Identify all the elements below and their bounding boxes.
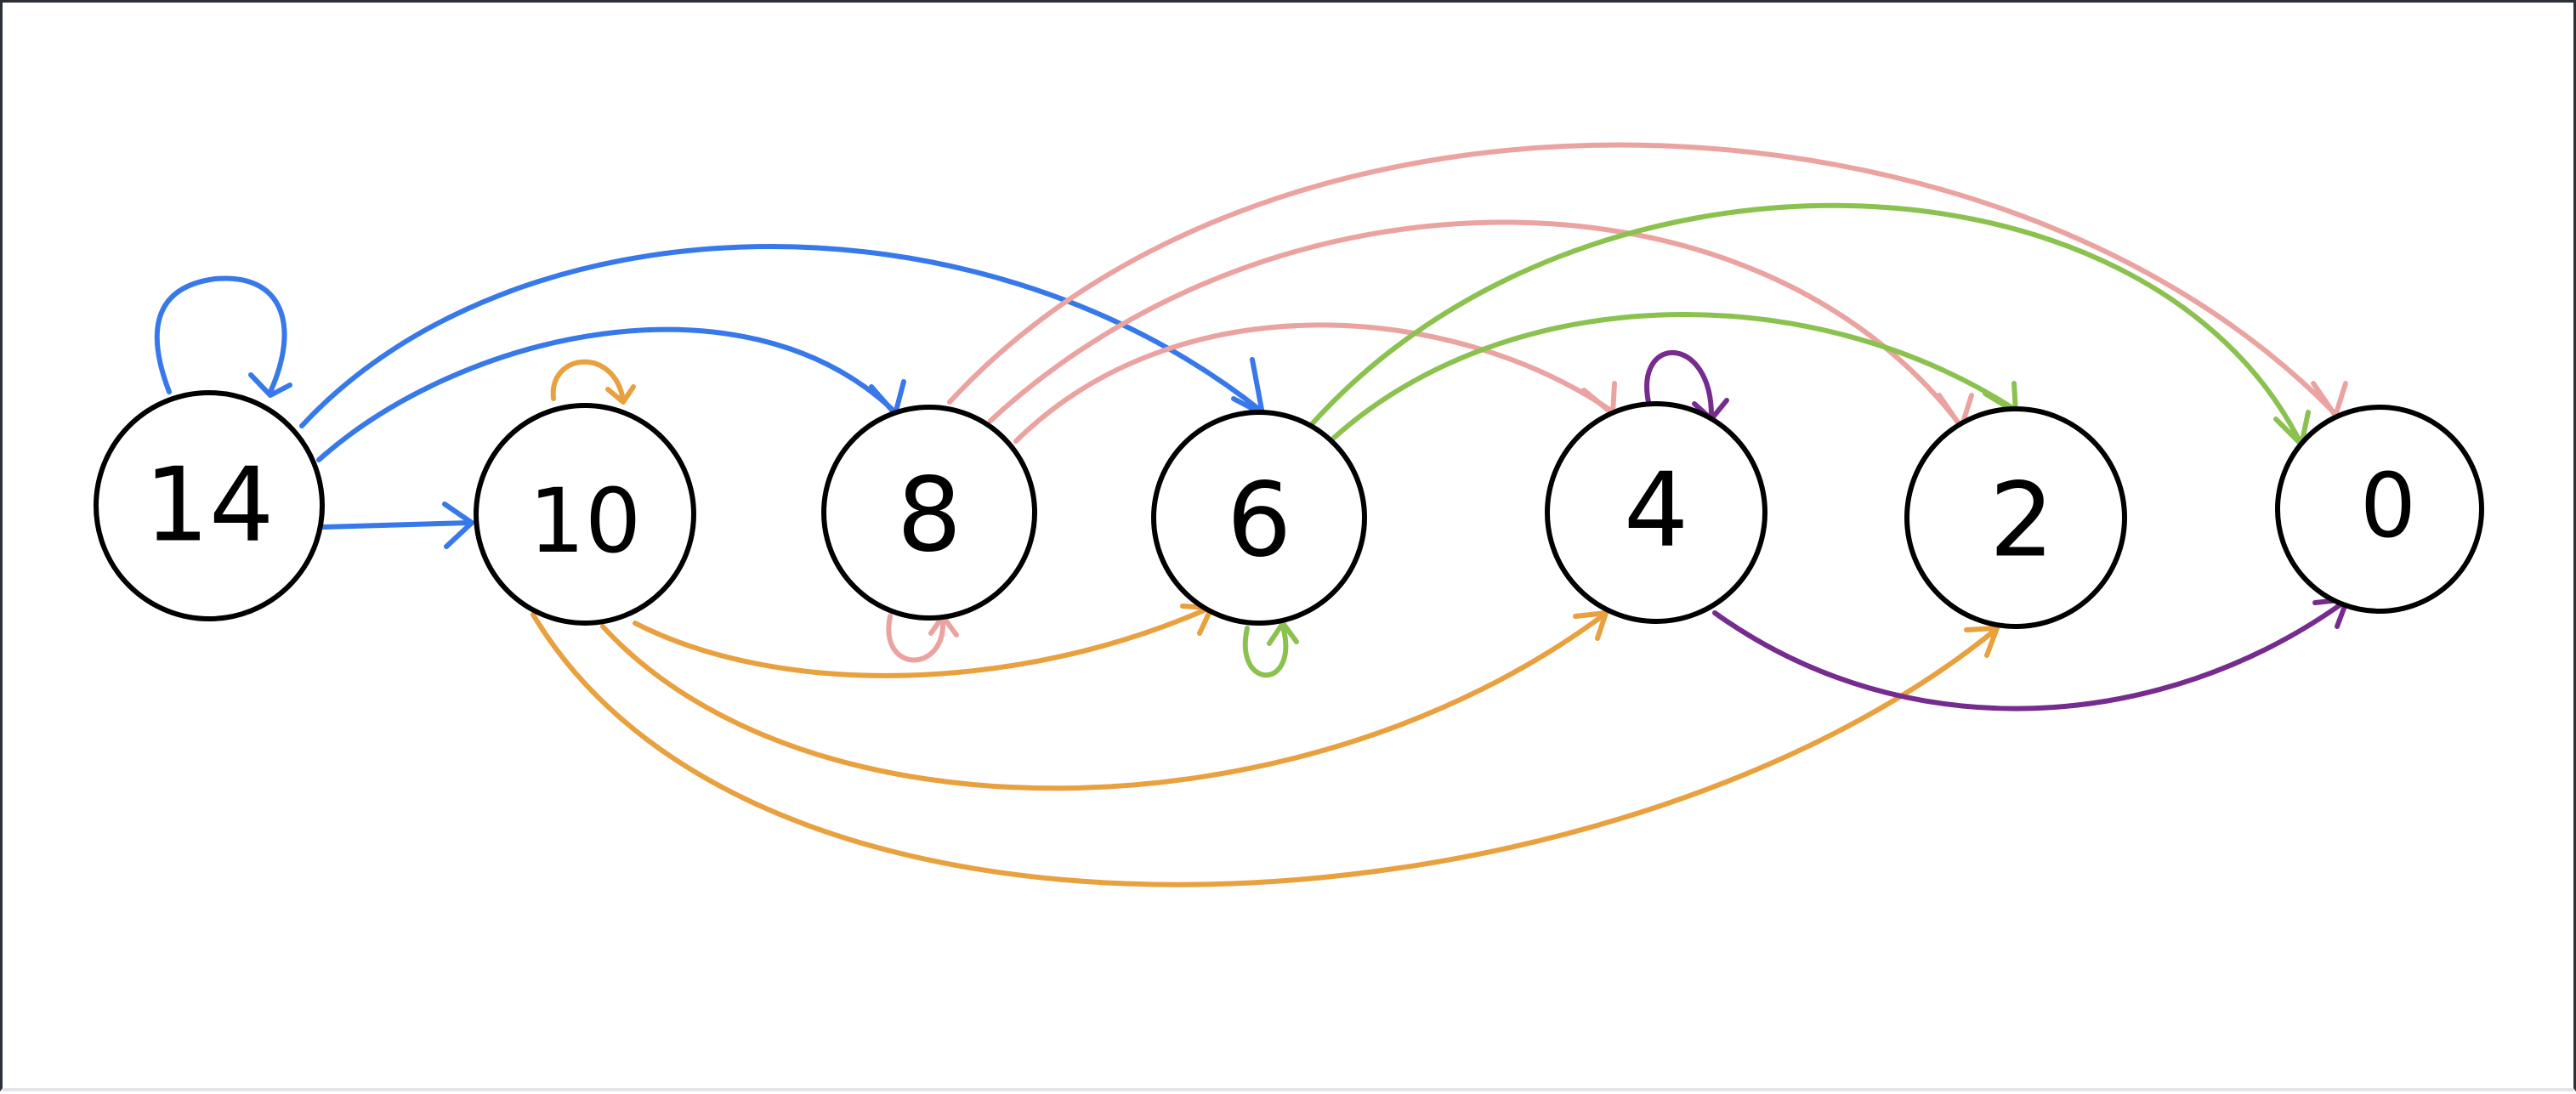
node-6-label: 6 — [1227, 462, 1291, 581]
node-4: 4 — [1545, 401, 1767, 624]
edge-8-to-2 — [988, 219, 1962, 427]
edge-4-to-0 — [1712, 598, 2348, 711]
arrowhead-10-to-4 — [1573, 610, 1609, 641]
node-4-label: 4 — [1624, 452, 1688, 570]
node-0: 0 — [2275, 405, 2484, 614]
node-10-circle — [474, 403, 696, 626]
node-8-label: 8 — [897, 457, 962, 575]
node-4-circle — [1545, 401, 1767, 624]
node-14: 14 — [94, 390, 325, 621]
edge-8-to-4 — [1013, 322, 1614, 444]
arrowhead-10-to-10 — [605, 384, 636, 405]
node-10: 10 — [474, 403, 696, 626]
arrowhead-10-to-2 — [1964, 626, 2000, 658]
edge-10-to-6 — [633, 605, 1212, 678]
edge-4-to-4 — [1644, 349, 1714, 418]
node-6: 6 — [1151, 410, 1367, 626]
edge-10-to-10 — [550, 359, 626, 403]
edge-14-to-8 — [316, 326, 896, 462]
edge-8-to-0 — [947, 142, 2336, 415]
edge-10-to-4 — [600, 612, 1607, 791]
arrowhead-6-to-6 — [1267, 621, 1299, 646]
edge-6-to-0 — [1309, 202, 2302, 444]
node-2-label: 2 — [1989, 462, 2054, 581]
node-14-circle — [94, 390, 325, 621]
edge-14-to-10 — [320, 520, 473, 530]
node-14-label: 14 — [145, 447, 275, 565]
node-10-label: 10 — [529, 469, 641, 573]
edge-10-to-2 — [531, 612, 1998, 887]
arrowhead-14-to-10 — [442, 502, 474, 549]
node-0-circle — [2275, 405, 2484, 614]
node-2: 2 — [1904, 406, 2127, 629]
edge-8-to-8 — [886, 614, 946, 663]
node-2-circle — [1904, 406, 2127, 629]
node-0-label: 0 — [2360, 454, 2416, 558]
edge-14-to-14 — [154, 275, 287, 394]
node-8: 8 — [821, 405, 1037, 621]
edge-6-to-2 — [1331, 312, 2017, 440]
state-graph: 14 10 8 6 4 2 0 — [94, 142, 2484, 887]
edge-6-to-6 — [1243, 624, 1289, 678]
edges-from-10 — [531, 359, 2000, 887]
edge-14-to-6 — [299, 244, 1263, 428]
node-8-circle — [821, 405, 1037, 621]
node-6-circle — [1151, 410, 1367, 626]
arrowhead-14-to-14 — [248, 372, 292, 398]
